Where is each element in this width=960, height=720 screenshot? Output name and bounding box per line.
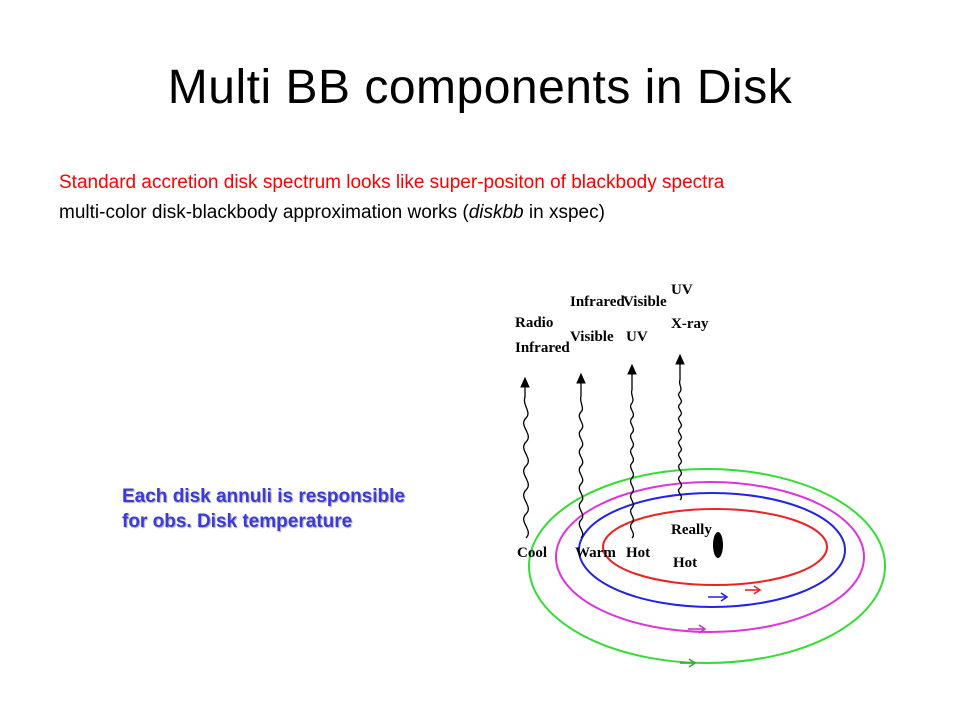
inner-ring	[602, 508, 828, 586]
rotation-arrow-green	[680, 658, 697, 668]
outer-ring	[528, 468, 886, 664]
third-ring	[578, 492, 846, 608]
rotation-arrow-blue	[708, 592, 729, 602]
annuli-note-line: Each disk annuli is responsible	[122, 486, 405, 507]
temperature-label-really-hot: Hot	[673, 555, 697, 571]
band-label: UV	[626, 329, 648, 345]
band-label: Visible	[623, 294, 667, 310]
rotation-arrow-magenta	[688, 624, 707, 634]
slide-title: Multi BB components in Disk	[167, 61, 793, 114]
temperature-label-hot: Hot	[626, 545, 650, 561]
diskbb-term: diskbb	[468, 202, 524, 223]
band-label: Infrared	[570, 294, 625, 310]
second-ring	[555, 481, 865, 633]
intro-line-red: Standard accretion disk spectrum looks l…	[59, 172, 725, 193]
emission-wave-warm	[578, 379, 584, 539]
arrowhead-warm	[576, 372, 586, 384]
arrowhead-really-hot	[675, 353, 685, 365]
annuli-note: Each disk annuli is responsible for obs.…	[122, 484, 405, 534]
emission-wave-cool	[523, 383, 529, 539]
intro-line-black: multi-color disk-blackbody approximation…	[59, 202, 605, 224]
emission-wave-hot	[629, 370, 635, 539]
central-black-hole	[713, 532, 723, 558]
band-label: Infrared	[515, 340, 570, 356]
intro-line-part: multi-color disk-blackbody approximation…	[59, 202, 469, 223]
band-label: UV	[671, 282, 693, 298]
temperature-label-cool: Cool	[517, 545, 547, 561]
temperature-label-really: Really	[671, 522, 712, 538]
rotation-arrow-red	[745, 585, 762, 595]
intro-line-part: in xspec)	[523, 202, 605, 223]
arrowhead-hot	[627, 363, 637, 375]
band-label: X-ray	[671, 316, 709, 332]
arrowhead-cool	[520, 376, 530, 388]
annuli-note-line: for obs. Disk temperature	[122, 511, 353, 532]
temperature-label-warm: Warm	[575, 545, 616, 561]
emission-wave-really-hot	[677, 360, 683, 501]
band-label: Radio	[515, 315, 553, 331]
band-label: Visible	[570, 329, 614, 345]
